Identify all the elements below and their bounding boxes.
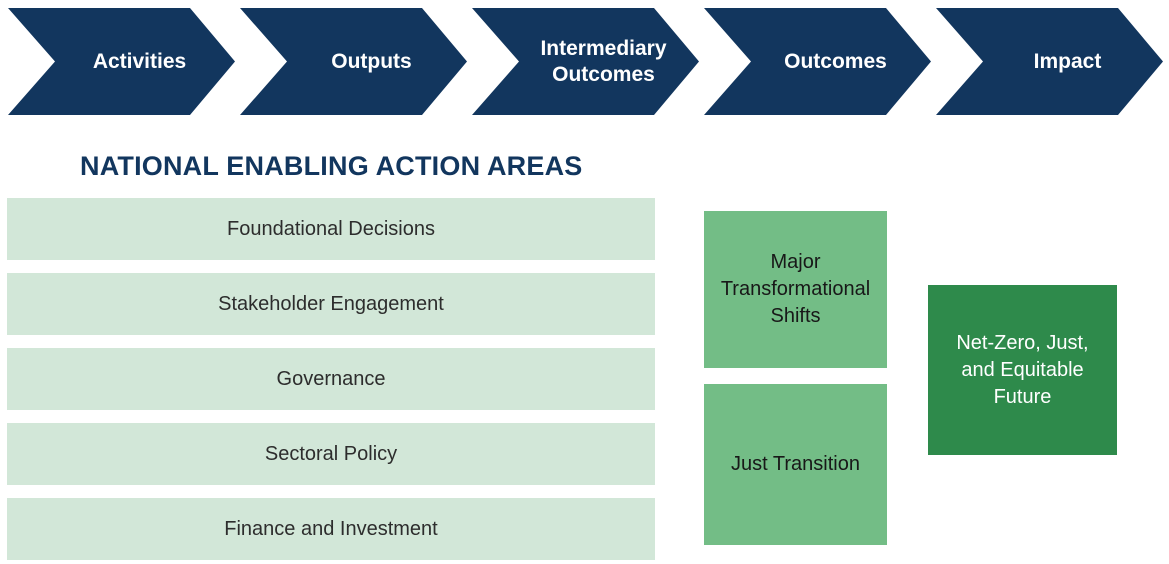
outcome-boxes-column: Major Transformational Shifts Just Trans…: [704, 211, 887, 545]
outcome-box-label: Major Transformational Shifts: [720, 251, 871, 327]
outcome-box-just-transition: Just Transition: [704, 384, 887, 545]
process-arrow-impact: Impact: [936, 8, 1163, 115]
process-arrow-intermediary-outcomes: Intermediary Outcomes: [472, 8, 699, 115]
action-area-finance-and-investment: Finance and Investment: [7, 498, 655, 560]
outcome-box-label: Just Transition: [731, 453, 860, 475]
impact-box-net-zero-future: Net-Zero, Just, and Equitable Future: [928, 285, 1117, 455]
section-title: NATIONAL ENABLING ACTION AREAS: [80, 151, 583, 181]
action-areas-list: Foundational Decisions Stakeholder Engag…: [7, 198, 655, 560]
action-area-stakeholder-engagement: Stakeholder Engagement: [7, 273, 655, 335]
impact-box-label: Net-Zero, Just, and Equitable Future: [956, 331, 1089, 408]
action-area-label: Sectoral Policy: [264, 442, 398, 465]
process-arrow-outcomes: Outcomes: [704, 8, 931, 115]
action-area-label: Finance and Investment: [224, 517, 438, 540]
action-area-sectoral-policy: Sectoral Policy: [7, 423, 655, 485]
process-arrow-label: Outputs: [331, 49, 412, 73]
action-area-governance: Governance: [7, 348, 655, 410]
action-area-label: Governance: [276, 367, 386, 390]
action-area-foundational-decisions: Foundational Decisions: [7, 198, 655, 260]
action-area-label: Foundational Decisions: [227, 217, 435, 240]
process-arrow-label: Impact: [1033, 49, 1102, 73]
process-arrow-label: Intermediary Outcomes: [540, 37, 667, 86]
process-arrow-label: Activities: [92, 49, 187, 73]
process-arrow-label: Outcomes: [784, 49, 887, 73]
process-arrow-activities: Activities: [8, 8, 235, 115]
action-area-label: Stakeholder Engagement: [218, 292, 444, 315]
process-arrow-outputs: Outputs: [240, 8, 467, 115]
outcome-box-major-transformational-shifts: Major Transformational Shifts: [704, 211, 887, 368]
